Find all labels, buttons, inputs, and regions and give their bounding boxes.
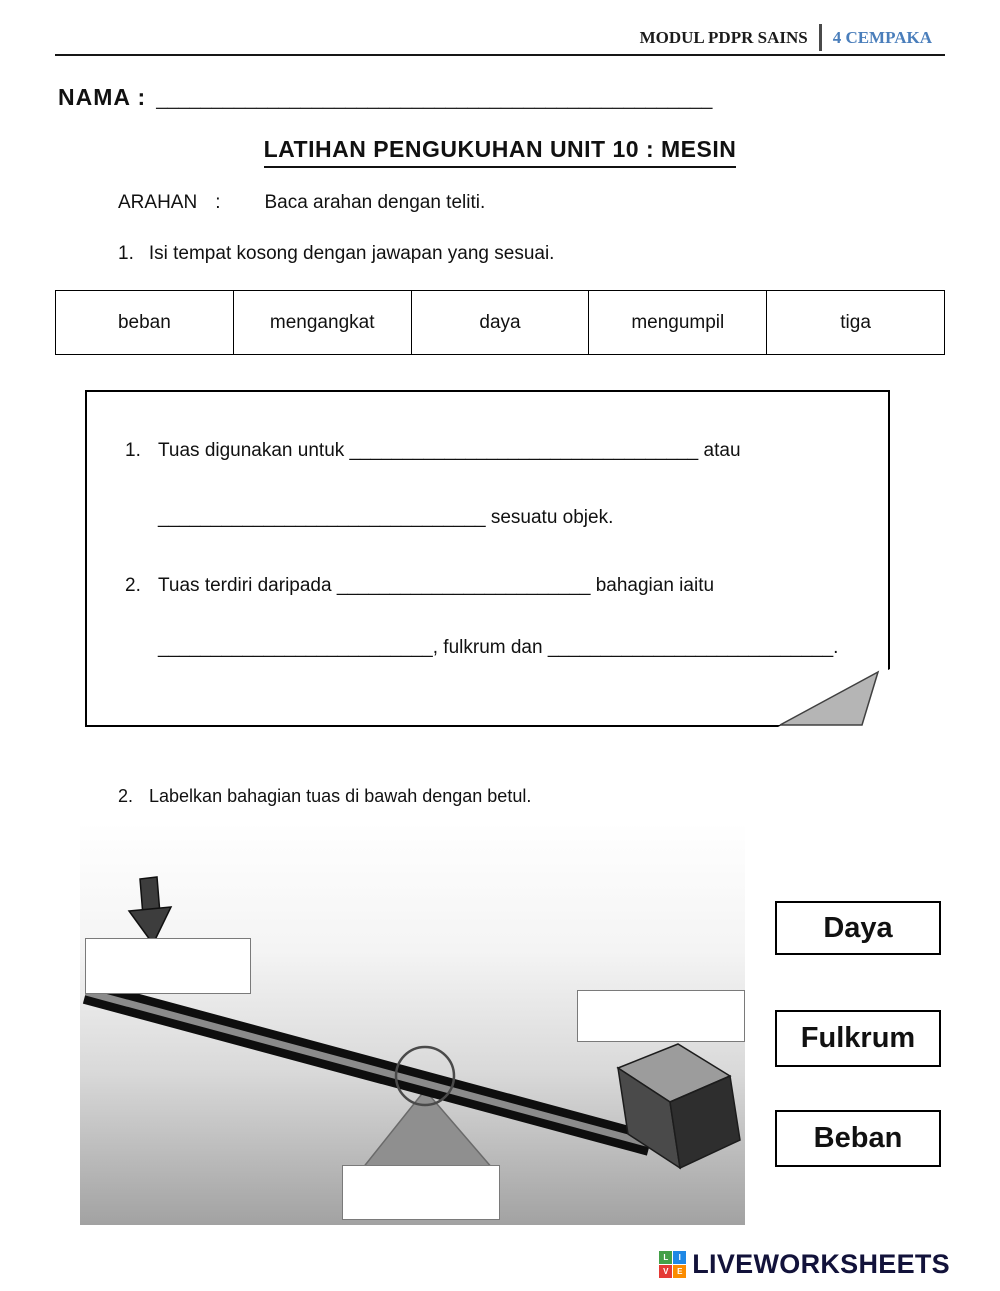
page-curl-mask xyxy=(778,669,890,727)
lever-diagram xyxy=(80,822,745,1225)
blank-sentence-2b: __________________________, fulkrum dan … xyxy=(158,637,838,659)
header-divider xyxy=(818,24,822,51)
icon-tile-v: V xyxy=(659,1265,673,1278)
word-bank-cell: mengumpil xyxy=(589,291,768,354)
icon-tile-e: E xyxy=(673,1265,687,1278)
liveworksheets-icon: L I V E xyxy=(659,1251,687,1278)
instruction-label: ARAHAN xyxy=(118,192,198,213)
sentence-text: Tuas digunakan untuk ___________________… xyxy=(158,440,741,461)
label-chip-beban[interactable]: Beban xyxy=(775,1110,941,1167)
class-name: 4 CEMPAKA xyxy=(832,27,932,47)
pivot-circle xyxy=(394,1045,456,1107)
word-bank-table: beban mengangkat daya mengumpil tiga xyxy=(55,290,945,355)
sentence-text: __________________________, fulkrum dan … xyxy=(158,637,839,658)
name-label: NAMA : xyxy=(58,84,147,110)
instruction-colon: : xyxy=(215,192,221,213)
word-bank-cell: mengangkat xyxy=(234,291,412,354)
sentence-number: 1. xyxy=(125,440,141,461)
question2-text: Labelkan bahagian tuas di bawah dengan b… xyxy=(149,786,532,806)
lever-bar-highlight xyxy=(85,988,651,1148)
force-arrow-head xyxy=(127,906,173,946)
blank-sentence-2a: 2. Tuas terdiri daripada _______________… xyxy=(125,575,714,597)
question2-number: 2. xyxy=(118,786,134,806)
question1-number: 1. xyxy=(118,243,134,264)
instruction-text: Baca arahan dengan teliti. xyxy=(264,192,486,213)
instruction-row: ARAHAN : Baca arahan dengan teliti. xyxy=(118,192,485,214)
question2-row: 2. Labelkan bahagian tuas di bawah denga… xyxy=(118,786,531,807)
label-chip-daya[interactable]: Daya xyxy=(775,901,941,955)
icon-tile-l: L xyxy=(659,1251,673,1264)
answer-box-load[interactable] xyxy=(577,990,745,1042)
word-bank-cell: tiga xyxy=(840,311,871,333)
lever-illustration xyxy=(82,876,741,1170)
page-title: LATIHAN PENGUKUHAN UNIT 10 : MESIN xyxy=(263,136,737,168)
sentence-text: _______________________________ sesuatu … xyxy=(158,507,614,528)
question1-text: Isi tempat kosong dengan jawapan yang se… xyxy=(148,243,555,264)
sentence-text: Tuas terdiri daripada __________________… xyxy=(158,575,715,596)
liveworksheets-link[interactable]: L I V E LIVEWORKSHEETS xyxy=(659,1249,950,1280)
label-chip-fulkrum[interactable]: Fulkrum xyxy=(775,1010,941,1067)
page-header: MODUL PDPR SAINS 4 CEMPAKA xyxy=(640,24,932,51)
word-bank-cell: beban xyxy=(56,291,234,354)
name-row: NAMA : _________________________________… xyxy=(58,84,712,111)
fill-blanks-box: 1. Tuas digunakan untuk ________________… xyxy=(85,390,890,727)
page-curl-fold xyxy=(779,670,880,726)
header-rule xyxy=(55,54,945,56)
answer-box-fulcrum[interactable] xyxy=(342,1165,500,1220)
question1-row: 1. Isi tempat kosong dengan jawapan yang… xyxy=(118,243,554,265)
sentence-number: 2. xyxy=(125,575,141,596)
blank-sentence-1b: _______________________________ sesuatu … xyxy=(158,507,613,529)
module-title: MODUL PDPR SAINS xyxy=(639,27,808,47)
title-wrap: LATIHAN PENGUKUHAN UNIT 10 : MESIN xyxy=(0,136,1000,168)
word-bank-cell: daya xyxy=(412,291,590,354)
icon-tile-i: I xyxy=(673,1251,687,1264)
blank-sentence-1a: 1. Tuas digunakan untuk ________________… xyxy=(125,440,741,462)
answer-box-force[interactable] xyxy=(85,938,251,994)
liveworksheets-wordmark: LIVEWORKSHEETS xyxy=(692,1249,950,1279)
load-cube-right xyxy=(669,1074,741,1170)
page-curl xyxy=(778,669,890,727)
name-blank-field[interactable]: ________________________________________… xyxy=(156,88,713,110)
